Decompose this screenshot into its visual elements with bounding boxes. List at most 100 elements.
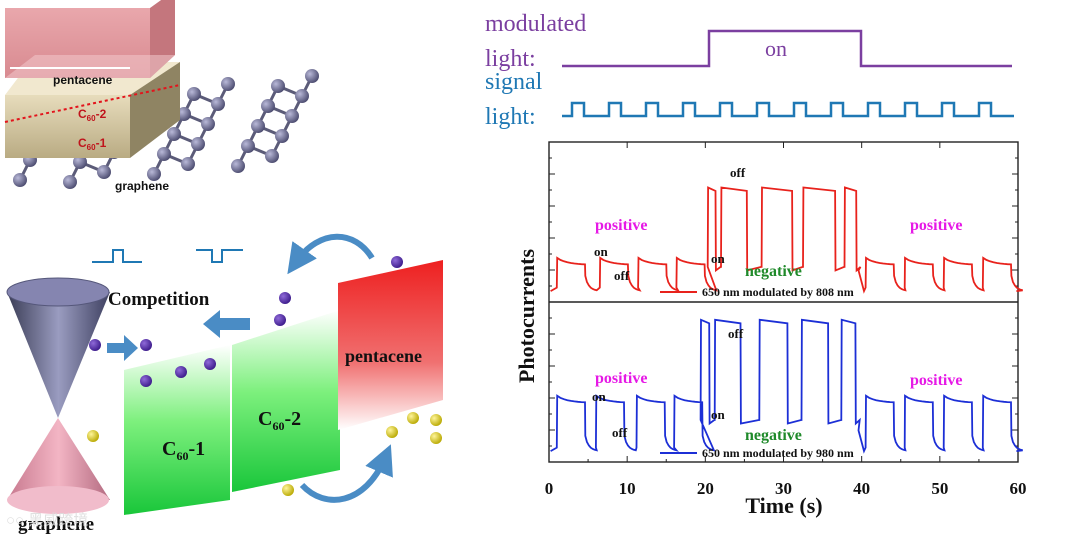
curved-arrow-top-icon [287, 233, 375, 275]
series-line [550, 318, 1023, 454]
x-tick-label: 20 [697, 479, 714, 498]
graphene-atom [285, 109, 299, 123]
graphene-atom [97, 165, 111, 179]
curved-arrow-bottom-icon [299, 444, 393, 503]
on-annotation: on [711, 407, 726, 422]
graphene-atom [157, 147, 171, 161]
band-graphene-label: graphene [18, 514, 94, 535]
positive-label: positive [910, 217, 962, 234]
device-stack-illustration: pentacene C60-2 C60-1 graphene [4, 0, 319, 193]
graphene-atom [265, 149, 279, 163]
graphene-atom [271, 79, 285, 93]
electron-dot [175, 366, 187, 378]
hole-dot [282, 484, 294, 496]
off-annotation: off [730, 165, 746, 180]
hole-dot [407, 412, 419, 424]
stack-c60-1-label: C60-1 [78, 136, 107, 152]
x-tick-label: 50 [931, 479, 948, 498]
graphene-atom [261, 99, 275, 113]
pulse-up-icon [92, 249, 142, 263]
electron-dot [204, 358, 216, 370]
signal-label-line1: signal [485, 69, 543, 95]
electron-dot [274, 314, 286, 326]
graphene-atom [187, 87, 201, 101]
graphene-atom [251, 119, 265, 133]
modulated-light-trace [562, 29, 1012, 68]
hole-dot [87, 430, 99, 442]
c60-slab-front [5, 95, 130, 158]
off-annotation: off [728, 326, 744, 341]
pentacene-slab-bottom-edge [5, 55, 175, 78]
stack-pentacene-label: pentacene [53, 73, 113, 87]
band-c60-1-label: C60-1 [162, 438, 205, 463]
electron-dot [89, 339, 101, 351]
x-tick-label: 0 [545, 479, 554, 498]
off-annotation: off [614, 268, 630, 283]
graphene-atom [167, 127, 181, 141]
band-pentacene-label: pentacene [345, 346, 422, 366]
graphene-atom [181, 157, 195, 171]
graphene-atom [211, 97, 225, 111]
electron-dot [140, 375, 152, 387]
dirac-cone-icon [6, 277, 110, 514]
graphene-atom [231, 159, 245, 173]
modulated-label-line2: light: [485, 46, 536, 72]
band-diagram: Competition C60-1 C60-2 pentacene graphe… [6, 233, 443, 535]
positive-label: positive [595, 370, 647, 387]
y-axis-label: Photocurrents [514, 249, 539, 383]
on-label: on [765, 36, 787, 61]
right-arrow-icon [107, 335, 138, 361]
c60-slab-side [130, 62, 180, 158]
graphene-atom [241, 139, 255, 153]
stack-c60-2-label: C60-2 [78, 107, 107, 123]
c60-1-band [124, 345, 230, 515]
graphene-atom [305, 69, 319, 83]
graphene-atom [147, 167, 161, 181]
pulse-down-icon [196, 249, 243, 263]
positive-label: positive [595, 217, 647, 234]
graphene-atom [201, 117, 215, 131]
negative-label: negative [745, 263, 802, 280]
legend-label: 650 nm modulated by 808 nm [702, 285, 854, 299]
competition-label: Competition [108, 289, 210, 310]
electron-dots [89, 256, 403, 387]
graphene-atom [63, 175, 77, 189]
graphene-atom [275, 129, 289, 143]
on-annotation: on [711, 251, 726, 266]
band-c60-2-label: C60-2 [258, 408, 301, 433]
on-annotation: on [592, 389, 607, 404]
signal-light-trace [562, 101, 1014, 118]
graphene-atom [13, 173, 27, 187]
x-tick-label: 30 [775, 479, 792, 498]
light-schematic: modulated light: on signal light: [485, 11, 1014, 130]
on-annotation: on [594, 244, 609, 259]
positive-label: positive [910, 372, 962, 389]
hole-dot [430, 432, 442, 444]
legend-label: 650 nm modulated by 980 nm [702, 446, 854, 460]
negative-label: negative [745, 427, 802, 444]
modulated-label-line1: modulated [485, 11, 586, 37]
electron-dot [279, 292, 291, 304]
electron-dot [391, 256, 403, 268]
x-axis-label: Time (s) [745, 493, 822, 518]
graphene-atom [295, 89, 309, 103]
c60-2-band [232, 310, 340, 492]
left-arrow-icon [203, 310, 250, 338]
watermark: ○○ 黑威跨境 [6, 511, 88, 529]
graphene-atom [177, 107, 191, 121]
stack-graphene-label: graphene [115, 179, 169, 193]
graphene-atom [221, 77, 235, 91]
electron-dot [140, 339, 152, 351]
x-tick-label: 10 [619, 479, 636, 498]
off-annotation: off [612, 425, 628, 440]
series-line [550, 186, 1023, 294]
x-tick-label: 60 [1010, 479, 1027, 498]
signal-label-line2: light: [485, 104, 536, 130]
graphene-atom [73, 155, 87, 169]
hole-dot [386, 426, 398, 438]
pentacene-band [338, 260, 443, 430]
x-tick-label: 40 [853, 479, 870, 498]
hole-dots [87, 412, 442, 496]
